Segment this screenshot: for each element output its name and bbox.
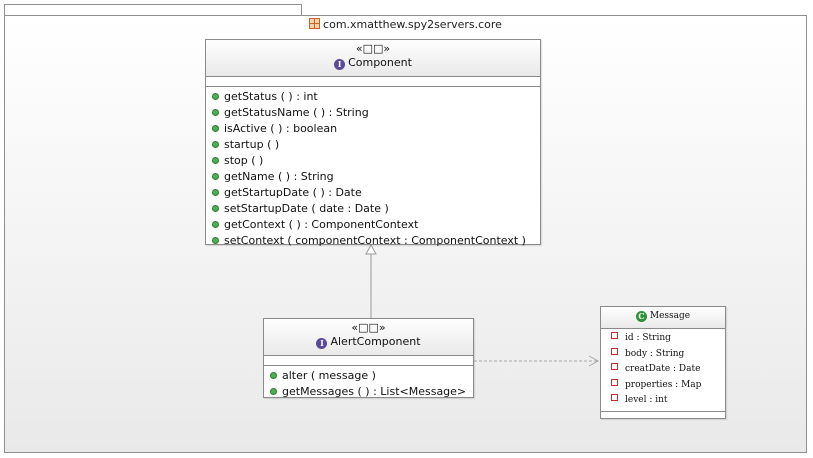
class-icon: C: [635, 311, 647, 322]
operation-item[interactable]: getStartupDate ( ) : Date: [212, 185, 540, 201]
operation-item[interactable]: getContext ( ) : ComponentContext: [212, 217, 540, 233]
package-tab: [4, 4, 302, 16]
interface-icon: I: [334, 59, 346, 70]
public-method-icon: [212, 237, 219, 244]
field-item[interactable]: properties : Map: [611, 378, 725, 394]
public-method-icon: [212, 189, 219, 196]
alert-component-name: AlertComponent: [330, 335, 421, 348]
generalization-arrowhead: [365, 243, 377, 255]
alert-component-operations: alter ( message ) getMessages ( ) : List…: [264, 366, 473, 402]
public-method-icon: [212, 109, 219, 116]
operation-item[interactable]: getStatusName ( ) : String: [212, 105, 540, 121]
operation-item[interactable]: getName ( ) : String: [212, 169, 540, 185]
dependency-arrowhead: [588, 355, 600, 367]
private-field-icon: [611, 332, 618, 339]
public-method-icon: [212, 173, 219, 180]
public-method-icon: [212, 205, 219, 212]
public-method-icon: [212, 93, 219, 100]
field-item[interactable]: creatDate : Date: [611, 362, 725, 378]
operation-item[interactable]: startup ( ): [212, 137, 540, 153]
operation-item[interactable]: setStartupDate ( date : Date ): [212, 201, 540, 217]
operation-item[interactable]: stop ( ): [212, 153, 540, 169]
message-fields: id : String body : String creatDate : Da…: [601, 329, 725, 412]
private-field-icon: [611, 363, 618, 370]
private-field-icon: [611, 378, 618, 386]
alert-component-attributes: [264, 356, 473, 366]
public-method-icon: [212, 125, 219, 132]
field-item[interactable]: body : String: [611, 347, 725, 363]
component-stereotype: «□□»: [355, 42, 391, 55]
public-method-icon: [212, 221, 219, 228]
field-item[interactable]: level : int: [611, 393, 725, 409]
package-title: com.xmatthew.spy2servers.core: [5, 18, 806, 31]
operation-item[interactable]: isActive ( ) : boolean: [212, 121, 540, 137]
private-field-icon: [611, 394, 618, 401]
public-method-icon: [270, 372, 277, 379]
message-name: Message: [649, 311, 691, 321]
field-item[interactable]: id : String: [611, 331, 725, 347]
component-attributes: [206, 77, 540, 87]
package-name: com.xmatthew.spy2servers.core: [323, 18, 502, 31]
component-name: Component: [348, 56, 412, 69]
interface-icon: I: [316, 338, 328, 349]
private-field-icon: [611, 347, 618, 355]
public-method-icon: [212, 157, 219, 164]
operation-item[interactable]: getMessages ( ) : List<Message>: [270, 384, 473, 400]
alert-component-stereotype: «□□»: [351, 321, 386, 334]
message-operations: [601, 412, 725, 420]
operation-item[interactable]: alter ( message ): [270, 368, 473, 384]
package-icon: [309, 18, 321, 29]
public-method-icon: [270, 388, 277, 395]
operation-item[interactable]: setContext ( componentContext : Componen…: [212, 233, 540, 249]
component-operations: getStatus ( ) : int getStatusName ( ) : …: [206, 87, 540, 251]
public-method-icon: [212, 141, 219, 148]
operation-item[interactable]: getStatus ( ) : int: [212, 89, 540, 105]
